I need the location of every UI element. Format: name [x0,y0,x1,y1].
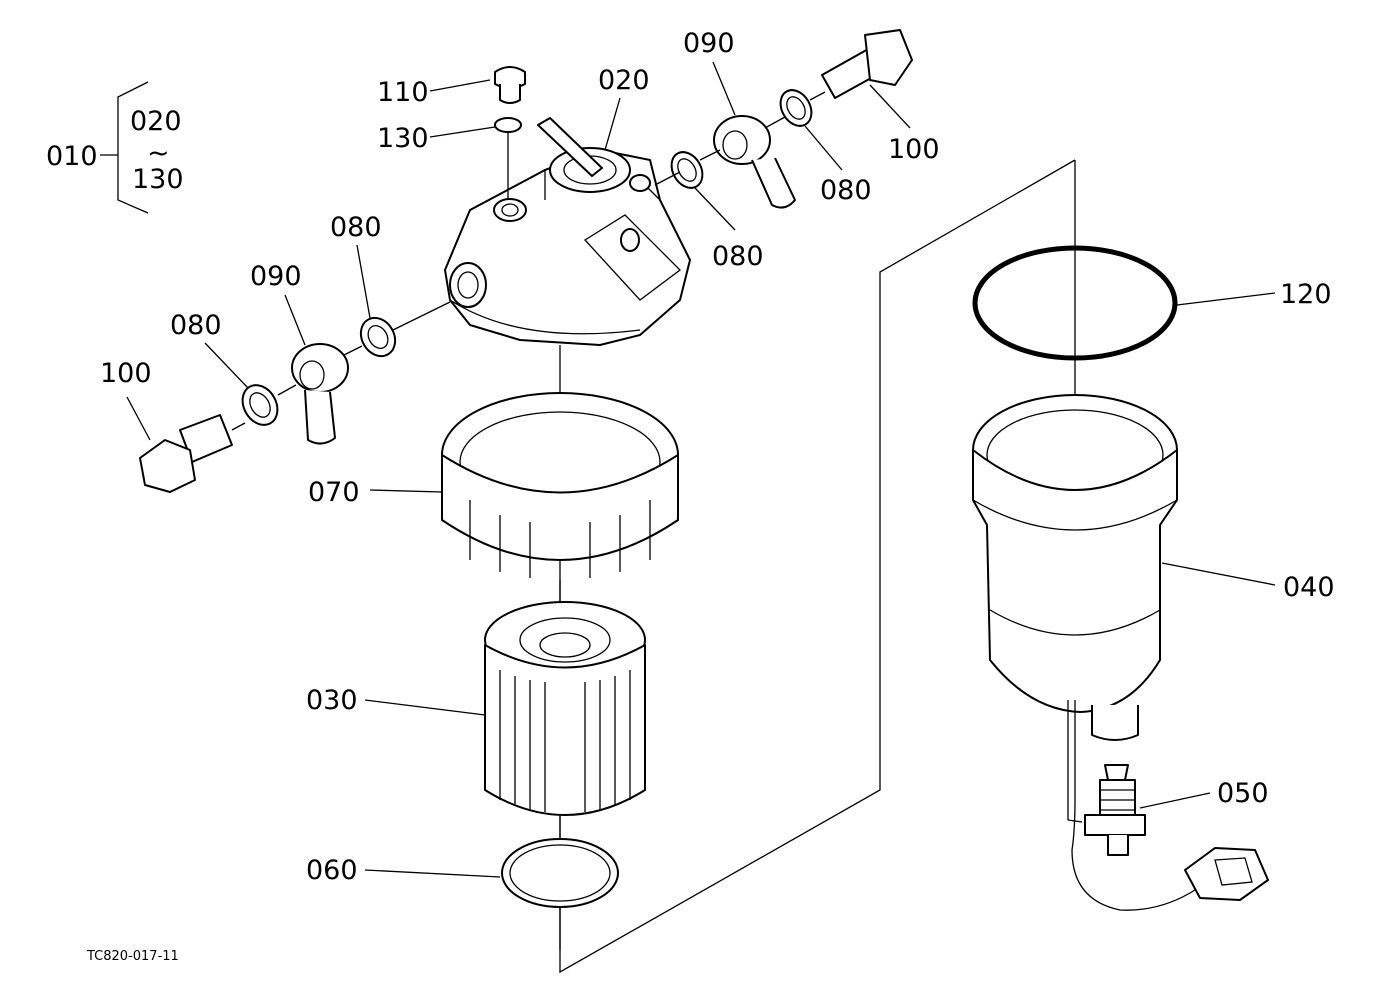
figure-code: TC820-017-11 [86,949,179,964]
ring-nut [441,392,679,578]
callout-080-left-lower: 080 [170,310,222,341]
callout-labels: 110 130 020 090 100 080 080 080 090 080 … [100,28,1335,886]
oring-060 [501,838,619,908]
callout-080-right-outer: 080 [820,175,872,206]
bracket-line [100,81,149,214]
callout-050: 050 [1217,778,1269,809]
callout-080-left-upper: 080 [330,212,382,243]
bleed-lever-icon [537,117,603,177]
leader-lines [126,61,1276,878]
label-range-start: 020 [130,106,182,137]
filter-bowl [972,394,1178,741]
label-range-sep: ~ [147,138,170,169]
callout-100-right: 100 [888,134,940,165]
callout-070: 070 [308,477,360,508]
water-sensor [1067,700,1269,911]
assembly-bracket: 010 020 ~ 130 [46,81,184,214]
filter-head [444,117,691,346]
filter-element [484,601,646,816]
callout-130: 130 [377,123,429,154]
callout-090-right: 090 [683,28,735,59]
oring-120 [972,245,1178,361]
label-010: 010 [46,141,98,172]
left-fittings [139,301,451,493]
vent-plug [494,66,526,200]
callout-100-left: 100 [100,358,152,389]
callout-090-left: 090 [250,261,302,292]
callout-020: 020 [598,65,650,96]
callout-120: 120 [1280,279,1332,310]
callout-030: 030 [306,685,358,716]
label-range-end: 130 [132,164,184,195]
right-fittings [654,29,913,209]
callout-080-right-inner: 080 [712,241,764,272]
callout-040: 040 [1283,572,1335,603]
callout-110: 110 [377,77,429,108]
callout-060: 060 [306,855,358,886]
